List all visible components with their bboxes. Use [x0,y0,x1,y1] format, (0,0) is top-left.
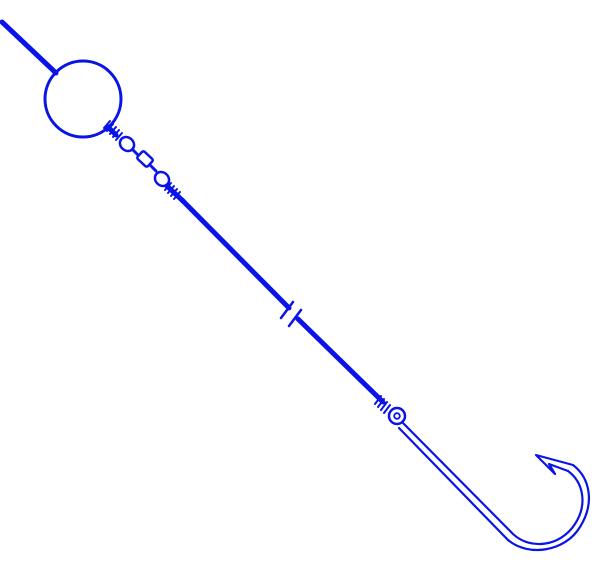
swivel-connector [131,148,140,157]
leader-line [179,197,292,311]
swivel-connector [149,164,158,173]
swivel-barrel [136,150,154,168]
hook [397,421,590,552]
hook-eye [387,406,407,426]
line-break-marks [279,300,303,328]
main-line [0,19,59,76]
hook-wrap [374,395,391,414]
float [43,59,123,139]
float-wrap [103,120,123,141]
leader-line [295,316,386,405]
